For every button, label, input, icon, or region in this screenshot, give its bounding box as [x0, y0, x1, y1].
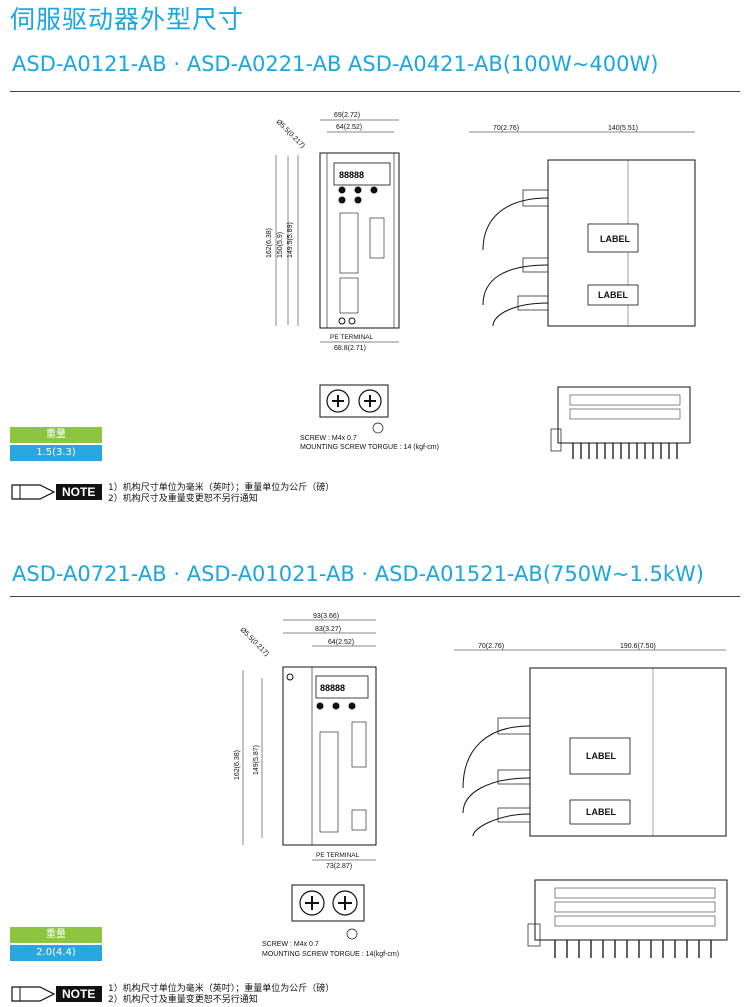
section1-note-icon: NOTE [11, 484, 102, 500]
side-dim-depth: 140(5.51) [608, 125, 638, 132]
section2-torque-line: MOUNTING SCREW TORGUE : 14(kgf-cm) [262, 951, 400, 958]
side-label-2: LABEL [598, 290, 628, 300]
svg-text:88888: 88888 [339, 170, 364, 180]
section1-note-badge: NOTE [62, 485, 95, 499]
section2-divider [10, 596, 740, 597]
dim2-height-hole: 149(5.87) [253, 745, 260, 775]
section2-bottom-view [527, 879, 728, 958]
dim2-width-mid: 83(3.27) [315, 626, 341, 633]
dim2-bottom-width: 73(2.87) [326, 863, 352, 870]
section1-model-line: ASD-A0121-AB · ASD-A0221-AB ASD-A0421-AB… [12, 52, 659, 76]
section1-note-line-1: 1）机构尺寸单位为毫米（英吋）；重量单位为公斤（磅） [108, 483, 335, 493]
dim2-width-inner: 64(2.52) [328, 639, 354, 646]
dim2-height-total: 162(6.38) [234, 750, 241, 780]
section2-weight-value: 2.0(4.4) [10, 945, 102, 961]
dim2-width-outer: 93(3.66) [313, 613, 339, 620]
section2-note-icon: NOTE [11, 986, 102, 1002]
side-dim-front: 70(2.76) [493, 125, 519, 132]
section1-screw-terminal [319, 384, 389, 434]
section2-screw-line: SCREW : M4x 0.7 [262, 941, 319, 948]
dim-hole: Ø5.5(0.217) [275, 118, 306, 149]
section1-screw-line: SCREW : M4x 0.7 [300, 435, 357, 442]
section2-note-line-1: 1）机构尺寸单位为毫米（英吋）；重量单位为公斤（磅） [108, 984, 335, 994]
side2-label-2: LABEL [586, 807, 616, 817]
section2-front-view: 93(3.66) 83(3.27) 64(2.52) Ø5.5(0.217) 1… [234, 613, 377, 870]
section2-screw-terminal [291, 884, 365, 940]
page-title: 伺服驱动器外型尺寸 [10, 5, 245, 34]
dim-height-hole: 149.5(5.89) [287, 222, 294, 258]
side2-dim-depth: 190.6(7.50) [620, 643, 656, 650]
section1-side-view: 70(2.76) 140(5.51) LABEL LABEL [469, 125, 696, 327]
dim2-hole: Ø5.5(0.217) [239, 626, 270, 657]
section2-note-badge: NOTE [62, 987, 95, 1001]
section2-note-text: 1）机构尺寸单位为毫米（英吋）；重量单位为公斤（磅） 2）机构尺寸及重量变更恕不… [108, 984, 334, 1006]
section2-model-line: ASD-A0721-AB · ASD-A01021-AB · ASD-A0152… [12, 562, 704, 586]
section1-note-text: 1）机构尺寸单位为毫米（英吋）；重量单位为公斤（磅） 2）机构尺寸及重量变更恕不… [108, 483, 334, 505]
section1-note-line-2: 2）机构尺寸及重量变更恕不另行通知 [108, 494, 258, 504]
section1-front-view: 69(2.72) 64(2.52) Ø5.5(0.217) 162(6.38) … [266, 112, 400, 352]
side-label-1: LABEL [600, 234, 630, 244]
dim-height-mid: 150(5.9) [277, 232, 284, 258]
section1-divider [10, 91, 740, 92]
section1-torque-line: MOUNTING SCREW TORGUE : 14 (kgf-cm) [300, 444, 439, 451]
section1-bottom-view [550, 386, 691, 459]
section2-side-view: 70(2.76) 190.6(7.50) LABEL LABEL [454, 643, 727, 837]
pe-terminal-label: PE TERMINAL [330, 334, 374, 341]
side2-label-1: LABEL [586, 751, 616, 761]
section1-weight-value: 1.5(3.3) [10, 445, 102, 461]
side2-dim-front: 70(2.76) [478, 643, 504, 650]
section2-note-line-2: 2）机构尺寸及重量变更恕不另行通知 [108, 995, 258, 1005]
section1-weight-header: 重量 [10, 427, 102, 443]
svg-text:88888: 88888 [320, 683, 345, 693]
dim-bottom-width: 68.8(2.71) [334, 345, 366, 352]
pe2-terminal-label: PE TERMINAL [316, 852, 360, 859]
dim-width-outer: 69(2.72) [334, 112, 360, 119]
section2-weight-header: 重量 [10, 927, 102, 943]
dim-width-inner: 64(2.52) [336, 124, 362, 131]
dim-height-total: 162(6.38) [266, 228, 273, 258]
